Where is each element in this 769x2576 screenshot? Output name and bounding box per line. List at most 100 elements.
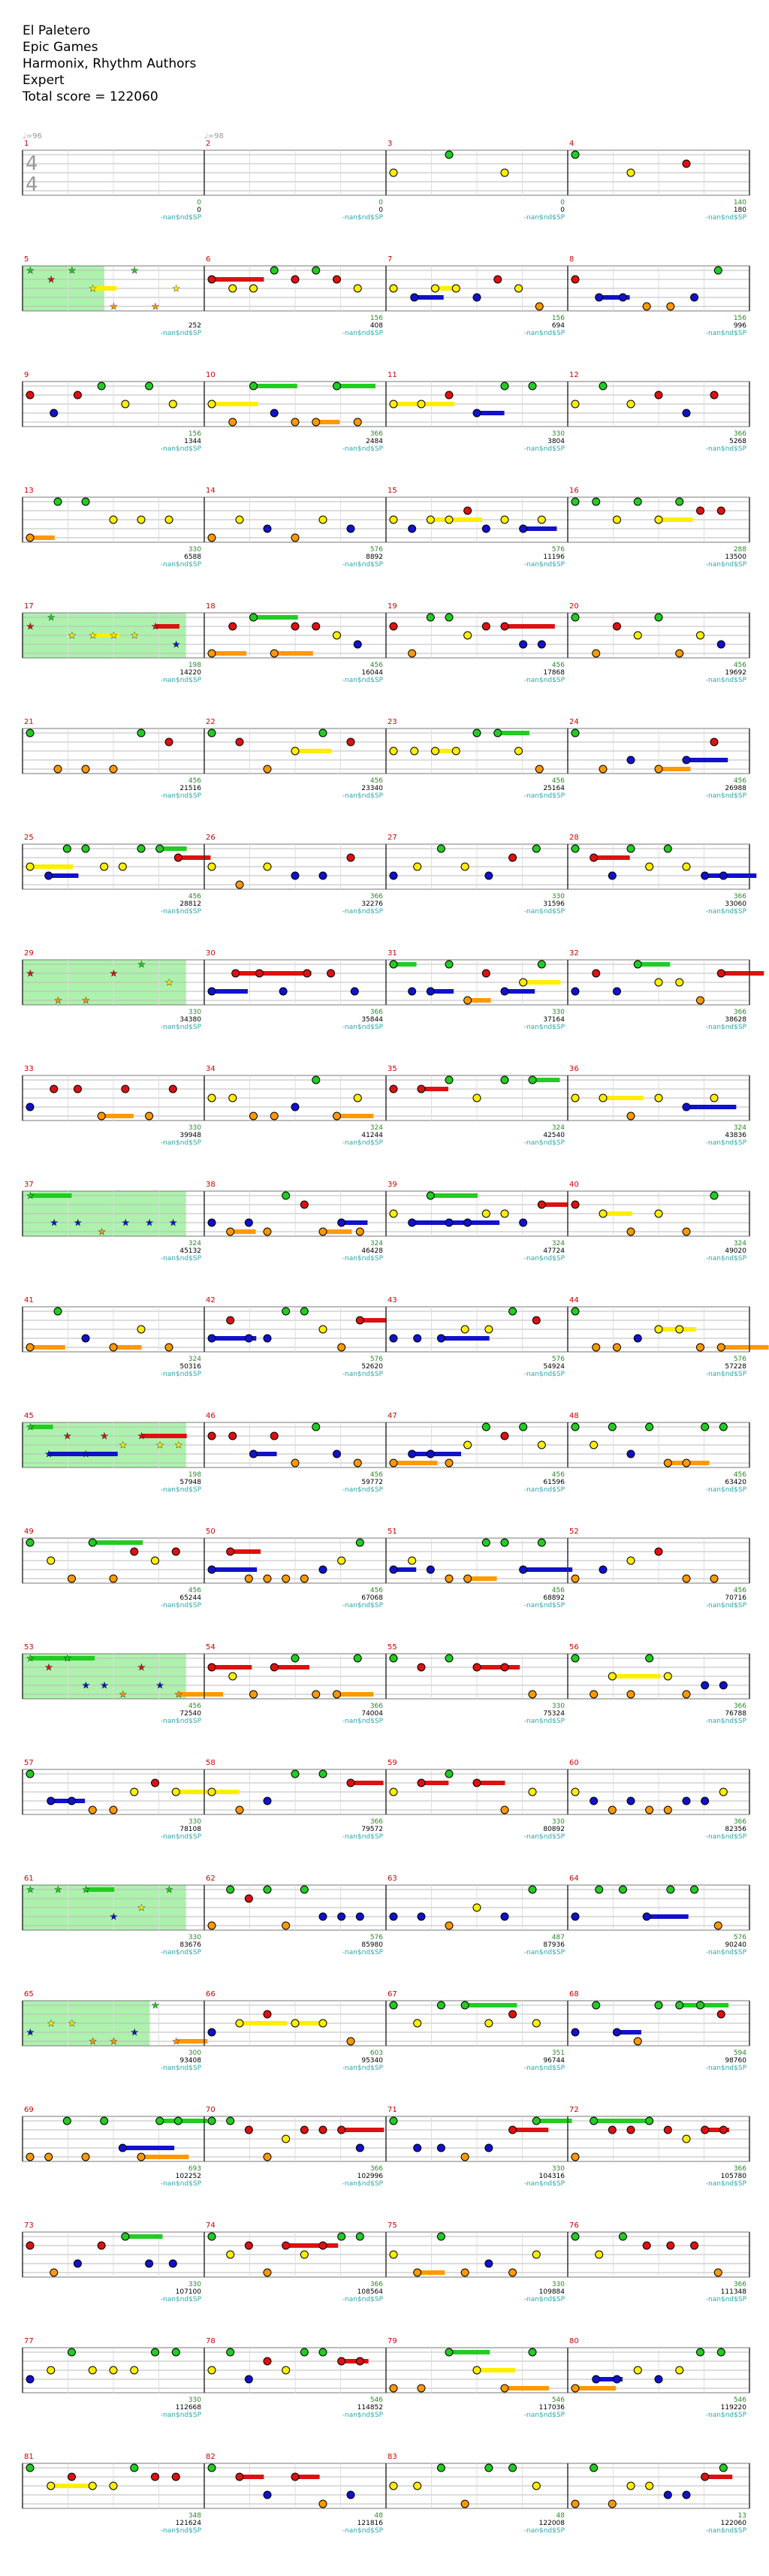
sustain-bar bbox=[212, 1665, 252, 1670]
sustain-bar bbox=[30, 1345, 65, 1350]
sustain-bar bbox=[421, 402, 455, 406]
note-gem bbox=[235, 515, 244, 524]
note-gem bbox=[226, 1885, 235, 1894]
note-gem bbox=[426, 1565, 435, 1574]
sustain-bar bbox=[536, 2119, 572, 2123]
star-note: ★ bbox=[119, 1440, 127, 1450]
measure-points: 288 bbox=[734, 546, 746, 554]
note-gem bbox=[592, 2001, 601, 2010]
note-gem bbox=[333, 1112, 341, 1121]
note-gem bbox=[445, 150, 454, 159]
sustain-bar bbox=[240, 2021, 288, 2026]
sustain-bar bbox=[679, 2003, 708, 2007]
note-gem bbox=[171, 2348, 180, 2357]
measure-number: 83 bbox=[388, 2453, 397, 2461]
note-gem bbox=[500, 1075, 509, 1084]
sustain-bar bbox=[477, 1665, 520, 1670]
note-gem bbox=[207, 1787, 216, 1796]
note-gem bbox=[613, 2375, 621, 2384]
note-gem bbox=[626, 844, 635, 853]
measure-number: 80 bbox=[569, 2337, 579, 2345]
note-gem bbox=[26, 2375, 35, 2384]
note-gem bbox=[519, 1218, 528, 1227]
star-note: ★ bbox=[63, 1653, 71, 1664]
note-gem bbox=[460, 2499, 469, 2508]
sustain-bar bbox=[467, 998, 491, 1003]
sustain-bar bbox=[497, 731, 529, 735]
note-gem bbox=[571, 1787, 580, 1796]
measure-number: 21 bbox=[24, 718, 34, 726]
measure-number: 46 bbox=[206, 1412, 216, 1420]
note-gem bbox=[445, 391, 454, 400]
note-gem bbox=[463, 1440, 472, 1449]
measure-number: 41 bbox=[24, 1296, 34, 1305]
note-gem bbox=[633, 960, 642, 969]
note-gem bbox=[590, 2116, 599, 2125]
note-gem bbox=[244, 1334, 253, 1343]
sustain-bar bbox=[351, 1781, 384, 1785]
note-gem bbox=[44, 2152, 53, 2161]
star-note: ★ bbox=[26, 265, 35, 276]
note-gem bbox=[81, 497, 90, 506]
note-gem bbox=[312, 1422, 321, 1431]
sp-label: -nan$nd$SP bbox=[524, 1949, 565, 1956]
note-gem bbox=[528, 382, 537, 391]
note-gem bbox=[716, 2010, 725, 2019]
note-gem bbox=[599, 1565, 608, 1574]
note-gem bbox=[389, 2116, 398, 2125]
measure-points: 366 bbox=[734, 2165, 746, 2173]
note-gem bbox=[270, 409, 279, 418]
note-gem bbox=[68, 2348, 76, 2357]
note-gem bbox=[171, 1787, 180, 1796]
note-gem bbox=[300, 1885, 309, 1894]
note-gem bbox=[53, 497, 62, 506]
sustain-bar bbox=[686, 1105, 737, 1109]
star-note: ★ bbox=[26, 1884, 35, 1895]
note-gem bbox=[168, 2259, 177, 2268]
sp-label: -nan$nd$SP bbox=[161, 792, 202, 800]
note-gem bbox=[255, 969, 264, 978]
note-gem bbox=[279, 987, 288, 996]
note-gem bbox=[389, 622, 398, 631]
note-gem bbox=[244, 2375, 253, 2384]
note-gem bbox=[445, 1075, 454, 1084]
note-gem bbox=[337, 1218, 346, 1227]
sustain-bar bbox=[92, 286, 117, 291]
note-gem bbox=[592, 649, 601, 658]
sustain-bar bbox=[101, 1114, 134, 1118]
note-gem bbox=[137, 728, 146, 738]
note-gem bbox=[571, 987, 580, 996]
note-gem bbox=[318, 1565, 327, 1574]
note-gem bbox=[654, 1093, 663, 1102]
note-gem bbox=[436, 2232, 445, 2241]
note-gem bbox=[571, 1912, 580, 1921]
note-gem bbox=[291, 275, 300, 284]
note-gem bbox=[571, 728, 580, 738]
sp-label: -nan$nd$SP bbox=[161, 1602, 202, 1609]
note-gem bbox=[519, 640, 528, 649]
note-gem bbox=[493, 275, 502, 284]
note-gem bbox=[508, 853, 517, 862]
star-note: ★ bbox=[45, 1449, 53, 1459]
note-gem bbox=[710, 391, 719, 400]
measure-points: 576 bbox=[552, 1356, 565, 1363]
measure-points: 330 bbox=[188, 2281, 201, 2288]
measure-number: 37 bbox=[24, 1181, 34, 1189]
note-gem bbox=[145, 382, 154, 391]
note-gem bbox=[701, 1422, 710, 1431]
note-gem bbox=[168, 1084, 177, 1093]
measure-points: 156 bbox=[552, 315, 565, 322]
measure-number: 67 bbox=[388, 1990, 397, 1998]
note-gem bbox=[47, 2366, 56, 2375]
note-gem bbox=[207, 649, 216, 658]
sustain-bar bbox=[465, 2003, 517, 2007]
sustain-bar bbox=[336, 1692, 374, 1697]
note-gem bbox=[235, 2472, 244, 2481]
sp-label: -nan$nd$SP bbox=[524, 1024, 565, 1031]
measure-score: 105780 bbox=[721, 2173, 747, 2180]
sustain-bar bbox=[449, 2350, 490, 2354]
sp-label: -nan$nd$SP bbox=[706, 908, 747, 915]
note-gem bbox=[633, 631, 642, 640]
measure-points: 348 bbox=[188, 2512, 201, 2520]
note-gem bbox=[666, 1885, 675, 1894]
